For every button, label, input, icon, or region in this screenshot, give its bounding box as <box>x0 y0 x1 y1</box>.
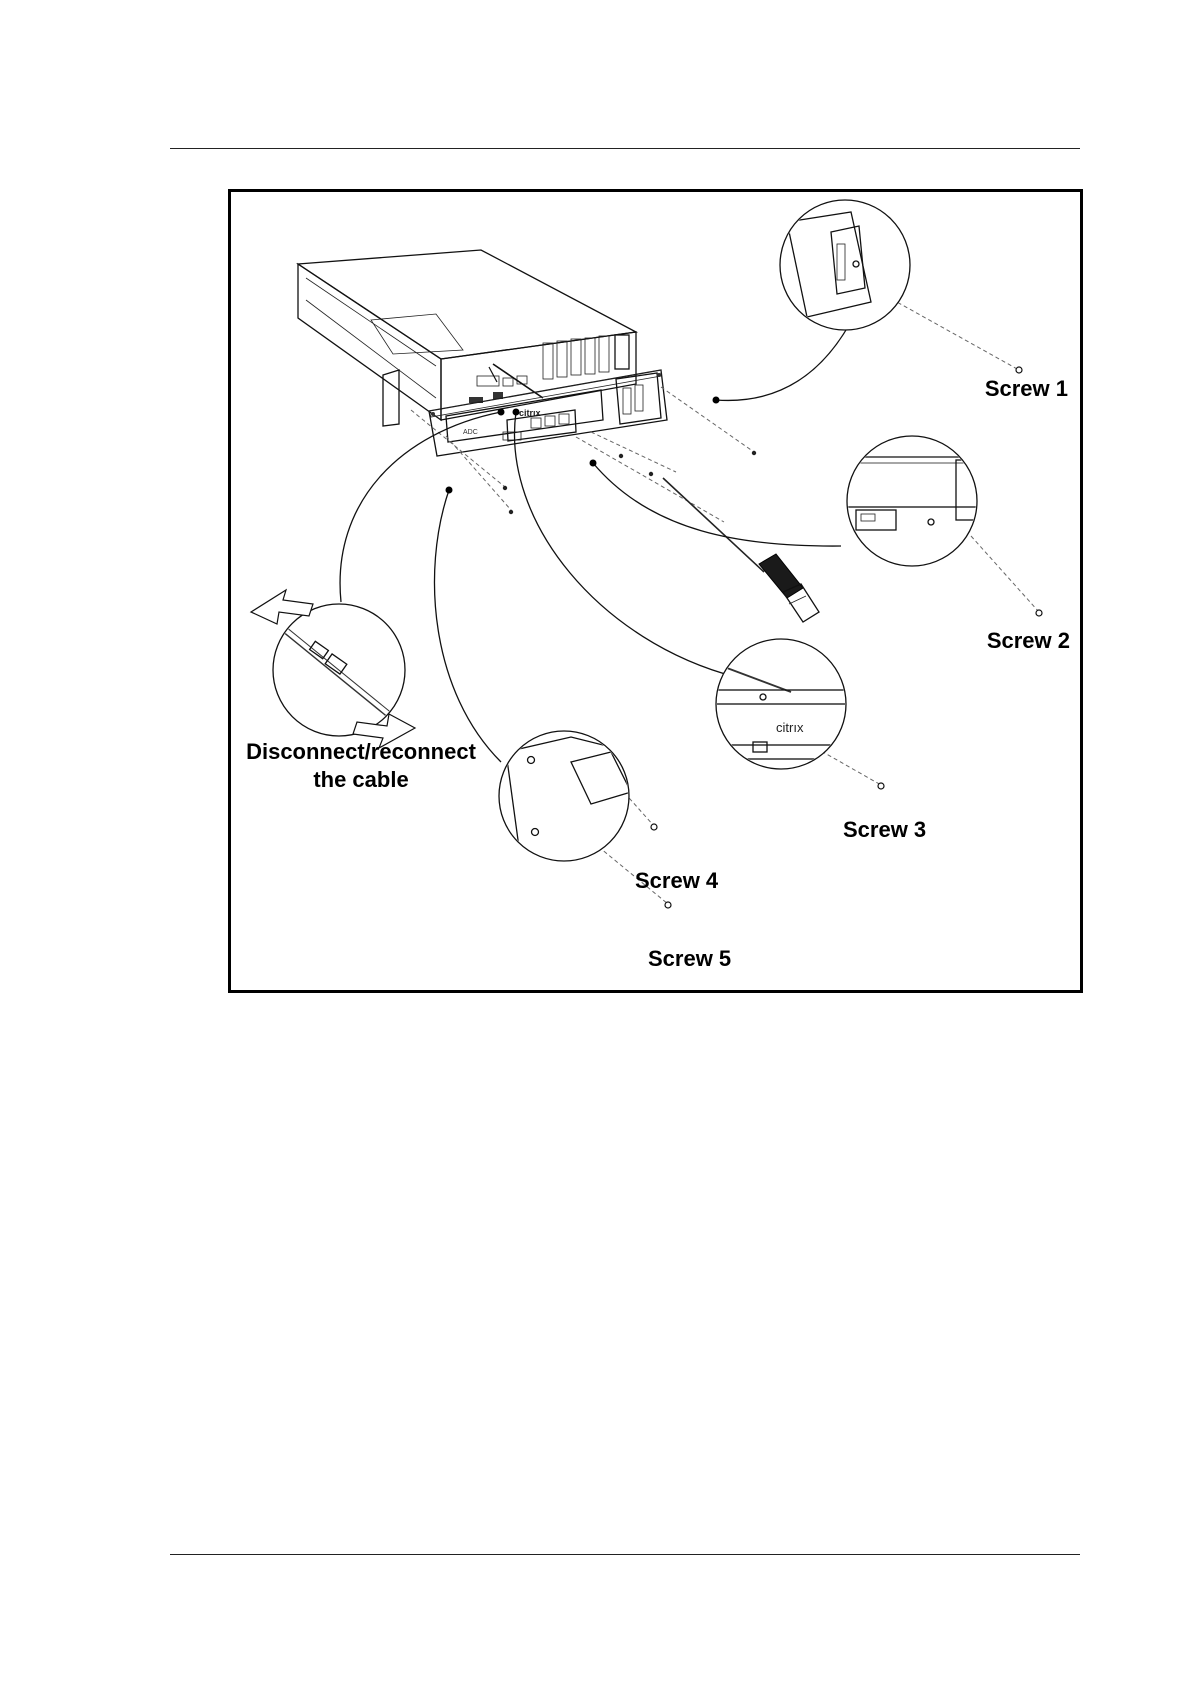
zoom-circle-screw2 <box>841 436 981 566</box>
loose-screws <box>503 451 756 514</box>
label-screw-1: Screw 1 <box>985 376 1068 401</box>
footer-rule <box>170 1554 1080 1555</box>
bezel-removal-figure: ADC citrıx <box>228 189 1083 993</box>
front-bezel: ADC citrıx <box>429 370 667 456</box>
label-cable-line2: the cable <box>313 767 408 792</box>
label-screw-5: Screw 5 <box>648 946 731 971</box>
label-cable-line1: Disconnect/reconnect <box>246 739 477 764</box>
zoom-circle-screw3: citrıx <box>711 639 851 769</box>
appliance-chassis <box>298 250 636 426</box>
zoom-circle-cable <box>251 590 415 748</box>
label-screw-2: Screw 2 <box>987 628 1070 653</box>
card-slots <box>543 335 629 379</box>
label-screw-4: Screw 4 <box>635 868 719 893</box>
zoom-circle-screw1 <box>780 200 910 330</box>
zoom-brand-logo: citrıx <box>776 720 804 735</box>
label-screw-3: Screw 3 <box>843 817 926 842</box>
zoom-circle-screw4-screw5 <box>499 731 631 862</box>
bezel-model-label: ADC <box>463 429 478 436</box>
bezel-removal-diagram: ADC citrıx <box>231 192 1086 996</box>
header-rule <box>170 148 1080 149</box>
screwdriver <box>663 478 819 622</box>
